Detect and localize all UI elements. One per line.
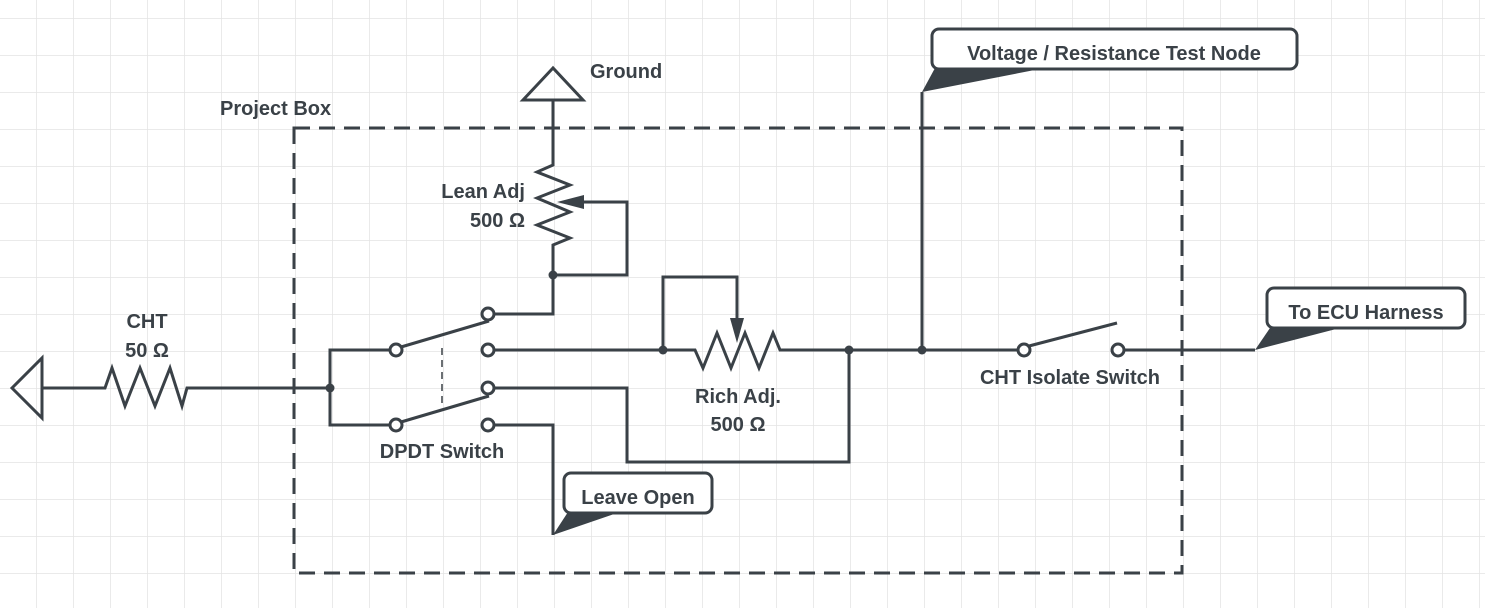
isolate-switch-terminal bbox=[1110, 342, 1126, 358]
ecu-text: To ECU Harness bbox=[1288, 302, 1443, 324]
leave-open-callout bbox=[562, 471, 714, 515]
isolate-switch-label: CHT Isolate Switch bbox=[980, 367, 1160, 389]
dpdt-blade-top bbox=[400, 319, 490, 349]
lean-adj-resistor bbox=[532, 100, 575, 275]
cht-resistor bbox=[42, 363, 330, 412]
cht-value: 50 Ω bbox=[125, 340, 169, 362]
isolate-switch-terminal bbox=[1016, 342, 1032, 358]
rich-bypass-wire bbox=[494, 350, 851, 464]
dpdt-terminal bbox=[388, 342, 404, 358]
leave-open-text: Leave Open bbox=[581, 487, 694, 509]
leave-open-callout-tail bbox=[553, 512, 620, 535]
test-node-callout bbox=[930, 27, 1299, 71]
wire-lean bbox=[494, 275, 555, 316]
dpdt-common-wire bbox=[328, 348, 390, 427]
project-box-label: Project Box bbox=[220, 98, 331, 120]
dpdt-terminal bbox=[480, 380, 496, 396]
dpdt-terminal bbox=[480, 342, 496, 358]
rich-adj-wiper-wire bbox=[661, 275, 739, 350]
rich-adj-label: Rich Adj. bbox=[695, 386, 781, 408]
test-node-callout-tail bbox=[922, 68, 1045, 92]
lean-adj-wiper-arrow bbox=[557, 195, 584, 209]
junction-dot bbox=[548, 270, 558, 280]
rich-adj-resistor-main-wire bbox=[494, 328, 1018, 373]
isolate-switch-blade bbox=[1028, 321, 1118, 348]
dpdt-blade-bottom bbox=[400, 394, 490, 424]
junction-dot bbox=[658, 345, 668, 355]
cht-label: CHT bbox=[126, 311, 167, 333]
lean-adj-wiper-wire bbox=[553, 200, 629, 277]
leave-open-wire bbox=[494, 423, 555, 535]
ground-symbol-top bbox=[519, 65, 587, 102]
dpdt-label: DPDT Switch bbox=[380, 441, 504, 463]
rich-adj-value: 500 Ω bbox=[711, 414, 766, 436]
ground-label: Ground bbox=[590, 61, 662, 83]
test-node-text: Voltage / Resistance Test Node bbox=[967, 43, 1261, 65]
dpdt-terminal bbox=[480, 417, 496, 433]
lean-adj-label: Lean Adj bbox=[441, 181, 525, 203]
rich-adj-wiper-arrow bbox=[730, 318, 744, 343]
ecu-callout bbox=[1265, 286, 1467, 330]
ecu-callout-tail bbox=[1255, 328, 1340, 350]
dpdt-terminal bbox=[480, 306, 496, 322]
junction-dot bbox=[917, 345, 927, 355]
dpdt-terminal bbox=[388, 417, 404, 433]
lean-adj-value: 500 Ω bbox=[470, 210, 525, 232]
